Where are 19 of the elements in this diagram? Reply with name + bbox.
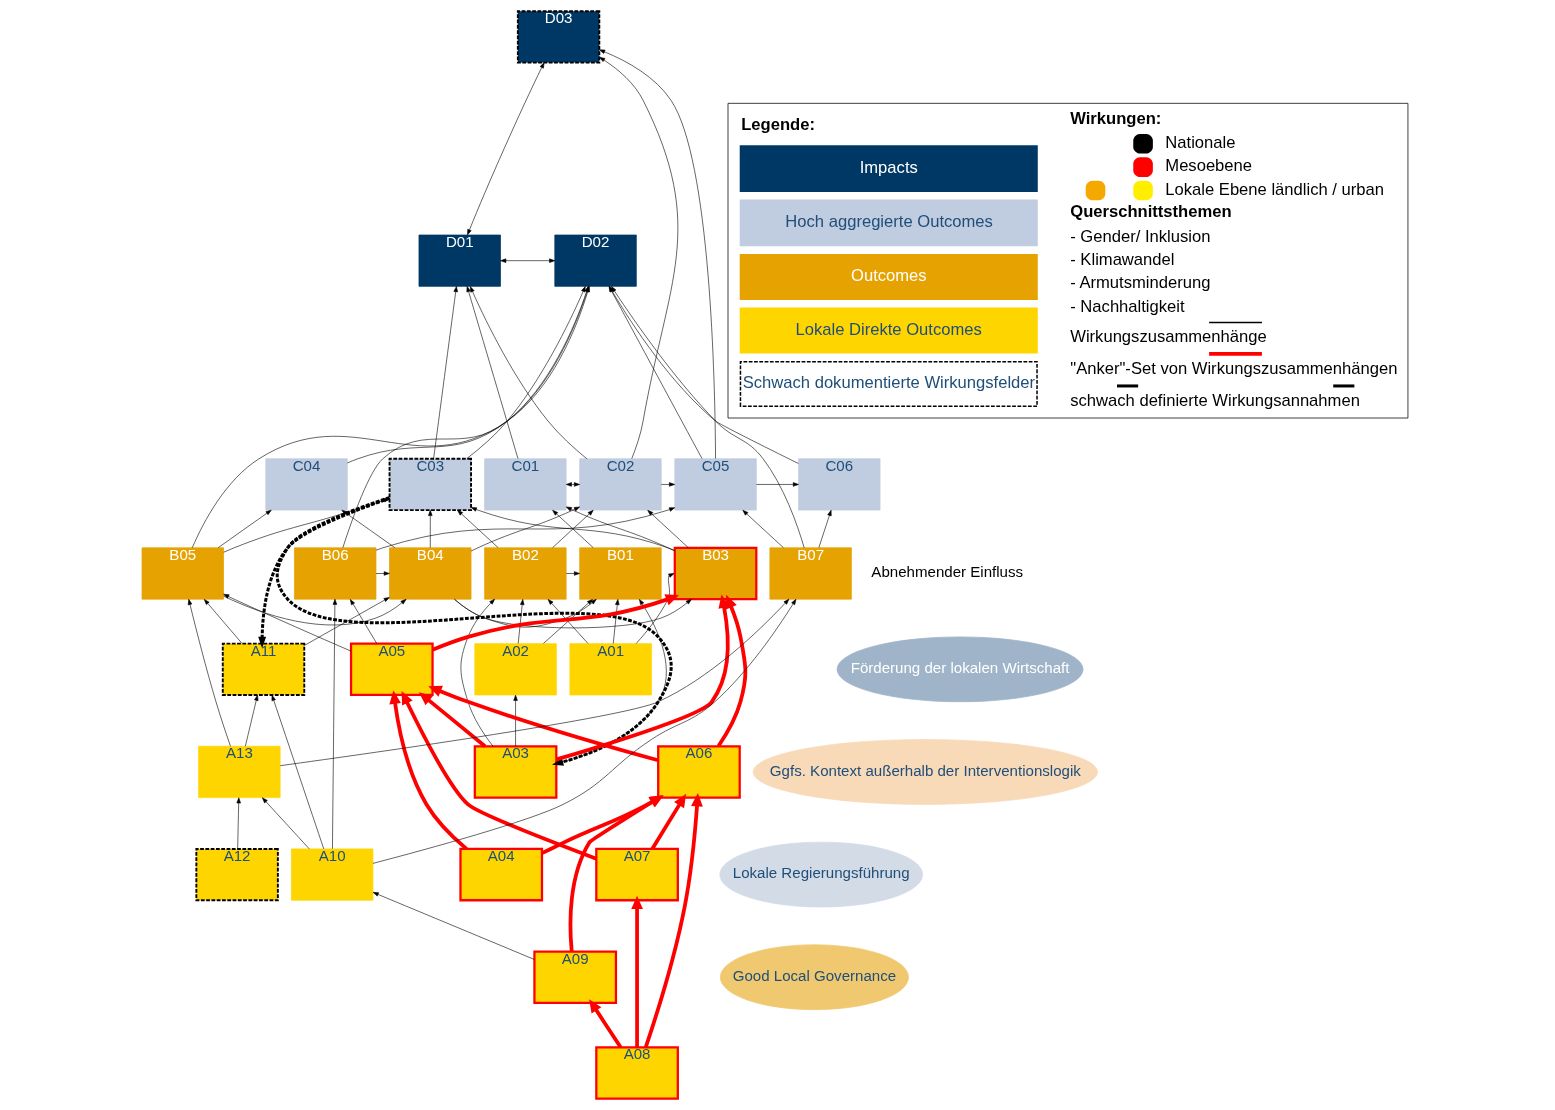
label: Wirkungen: [1069, 108, 1161, 128]
legend-label: Lokale Direkte Outcomes [795, 319, 982, 339]
label: Legende: [740, 114, 815, 134]
legend-label: Outcomes [850, 266, 927, 286]
label: - Klimawandel [1069, 249, 1174, 269]
legend-label: Mesoebene [1164, 156, 1252, 176]
label: Querschnittsthemen [1069, 202, 1232, 222]
label: - Armutsminderung [1069, 273, 1210, 293]
legend-label: "Anker"-Set von Wirkungszusammenhängen [1069, 359, 1397, 379]
legend-label: Wirkungszusammenhänge [1069, 326, 1267, 346]
legend-label: Hoch aggregierte Outcomes [784, 212, 993, 232]
legend-label: Nationale [1164, 132, 1235, 152]
label: Abnehmender Einfluss [870, 563, 1023, 581]
legend-label: Schwach dokumentierte Wirkungsfelder [742, 373, 1035, 393]
label: - Nachhaltigkeit [1069, 296, 1185, 316]
legend-label: Lokale Ebene ländlich / urban [1164, 179, 1384, 199]
label: - Gender/ Inklusion [1069, 226, 1210, 246]
legend-label: Impacts [859, 157, 918, 177]
legend-label: schwach definierte Wirkungsannahmen [1069, 391, 1360, 411]
